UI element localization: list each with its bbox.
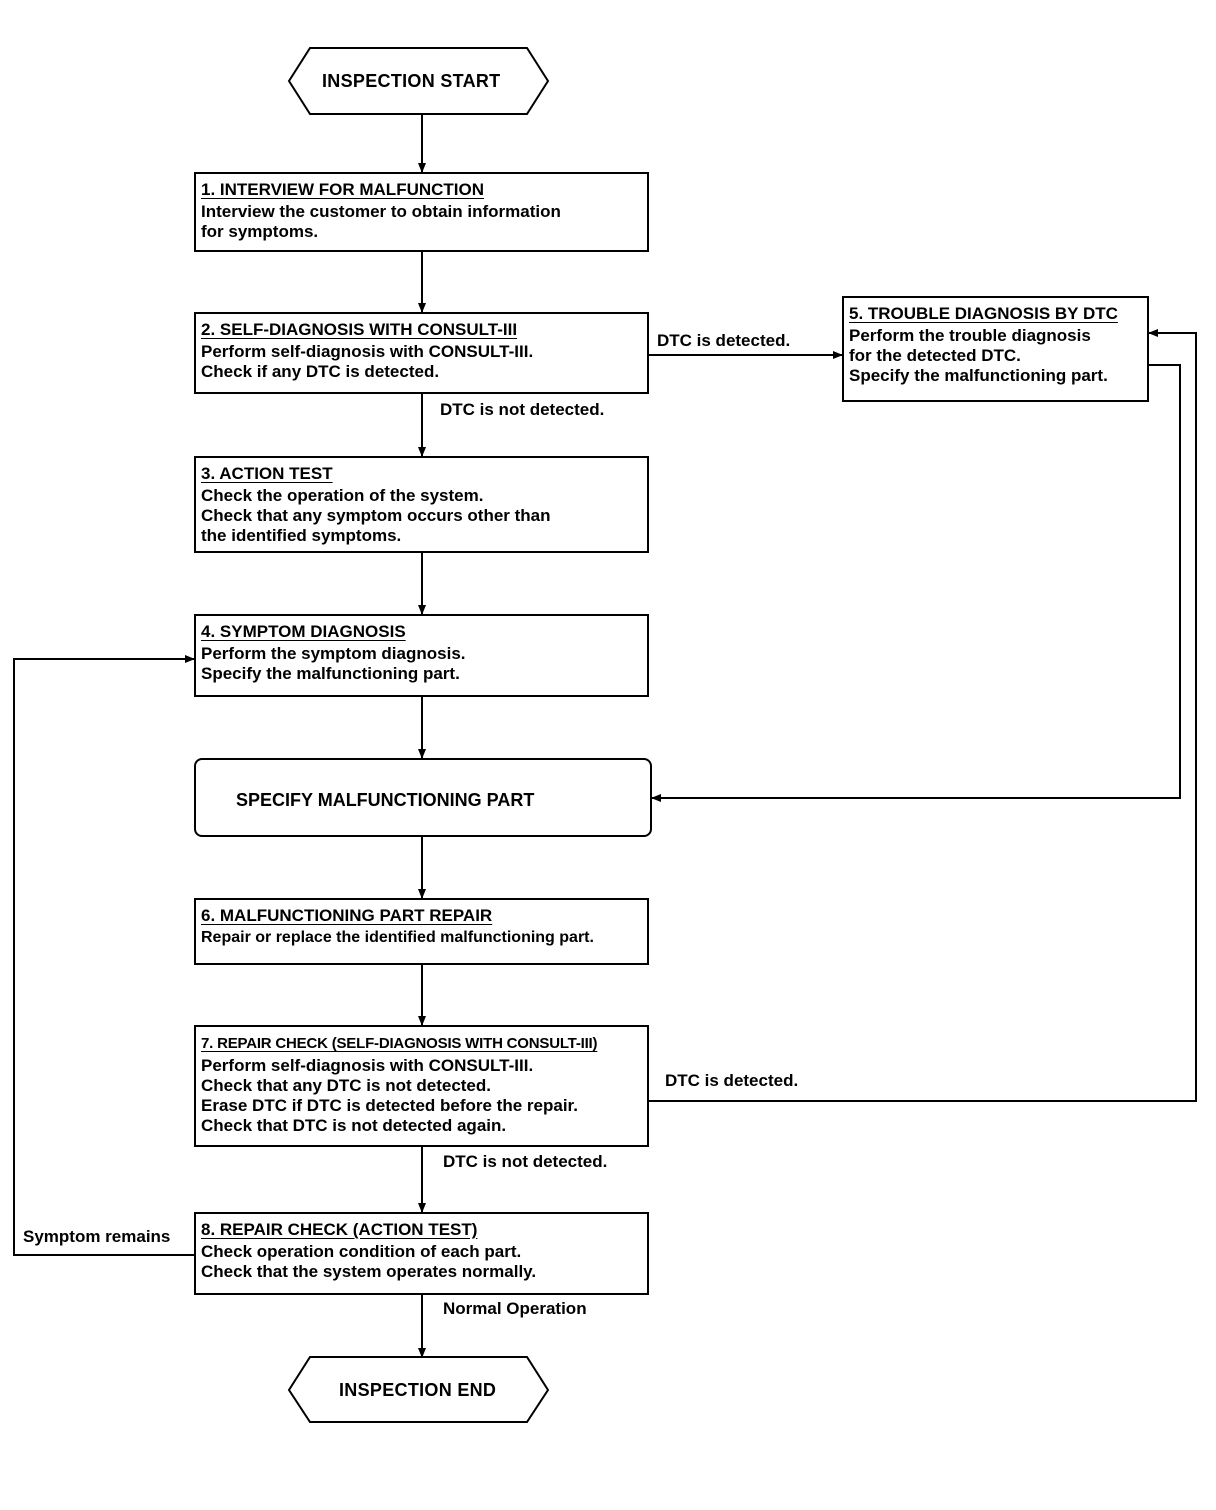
step2-line: Check if any DTC is detected. — [201, 362, 440, 381]
step5-line: Specify the malfunctioning part. — [849, 366, 1108, 385]
step3-line: Check that any symptom occurs other than — [201, 506, 551, 525]
label-dtc-not-detected-7: DTC is not detected. — [443, 1152, 608, 1171]
step1-box: 1. INTERVIEW FOR MALFUNCTION Interview t… — [194, 172, 649, 252]
label-normal-operation: Normal Operation — [443, 1299, 587, 1318]
step7-line: Erase DTC if DTC is detected before the … — [201, 1096, 578, 1115]
end-terminal-shape — [287, 1356, 550, 1423]
step7-title: 7. REPAIR CHECK (SELF-DIAGNOSIS WITH CON… — [201, 1035, 598, 1052]
step1-title: 1. INTERVIEW FOR MALFUNCTION — [201, 180, 485, 199]
step4-box: 4. SYMPTOM DIAGNOSIS Perform the symptom… — [194, 614, 649, 697]
step5-box: 5. TROUBLE DIAGNOSIS BY DTC Perform the … — [842, 296, 1149, 402]
connector-8-to-4 — [13, 655, 195, 1256]
step3-box: 3. ACTION TEST Check the operation of th… — [194, 456, 649, 553]
step3-line: Check the operation of the system. — [201, 486, 484, 505]
step1-line: Interview the customer to obtain informa… — [201, 202, 561, 221]
step6-line: Repair or replace the identified malfunc… — [201, 929, 594, 946]
step4-title: 4. SYMPTOM DIAGNOSIS — [201, 622, 406, 641]
specify-box — [194, 758, 652, 837]
step2-title: 2. SELF-DIAGNOSIS WITH CONSULT-III — [201, 320, 518, 339]
step8-box: 8. REPAIR CHECK (ACTION TEST) Check oper… — [194, 1212, 649, 1295]
step8-line: Check that the system operates normally. — [201, 1262, 537, 1281]
step4-line: Specify the malfunctioning part. — [201, 664, 460, 683]
step4-line: Perform the symptom diagnosis. — [201, 644, 466, 663]
step2-box: 2. SELF-DIAGNOSIS WITH CONSULT-III Perfo… — [194, 312, 649, 394]
step6-box: 6. MALFUNCTIONING PART REPAIR Repair or … — [194, 898, 649, 965]
step3-title: 3. ACTION TEST — [201, 464, 333, 483]
label-dtc-not-detected-2: DTC is not detected. — [440, 400, 605, 419]
start-terminal-shape — [287, 47, 550, 115]
specify-label: SPECIFY MALFUNCTIONING PART — [236, 790, 535, 810]
step5-line: Perform the trouble diagnosis — [849, 326, 1091, 345]
step5-line: for the detected DTC. — [849, 346, 1021, 365]
step3-line: the identified symptoms. — [201, 526, 402, 545]
step7-line: Check that any DTC is not detected. — [201, 1076, 491, 1095]
step5-title: 5. TROUBLE DIAGNOSIS BY DTC — [849, 304, 1118, 323]
connector-5-to-specify — [651, 364, 1181, 802]
step2-line: Perform self-diagnosis with CONSULT-III. — [201, 342, 534, 361]
start-label: INSPECTION START — [322, 71, 501, 91]
step7-line: Check that DTC is not detected again. — [201, 1116, 507, 1135]
step7-box: 7. REPAIR CHECK (SELF-DIAGNOSIS WITH CON… — [194, 1025, 649, 1147]
step8-title: 8. REPAIR CHECK (ACTION TEST) — [201, 1220, 478, 1239]
end-label: INSPECTION END — [339, 1380, 497, 1400]
step6-title: 6. MALFUNCTIONING PART REPAIR — [201, 906, 493, 925]
step1-line: for symptoms. — [201, 222, 319, 241]
label-dtc-detected-2: DTC is detected. — [657, 331, 791, 350]
step7-line: Perform self-diagnosis with CONSULT-III. — [201, 1056, 534, 1075]
label-symptom-remains: Symptom remains — [23, 1227, 171, 1246]
step8-line: Check operation condition of each part. — [201, 1242, 522, 1261]
connector-7-to-5 — [649, 329, 1197, 1102]
label-dtc-detected-7: DTC is detected. — [665, 1071, 799, 1090]
